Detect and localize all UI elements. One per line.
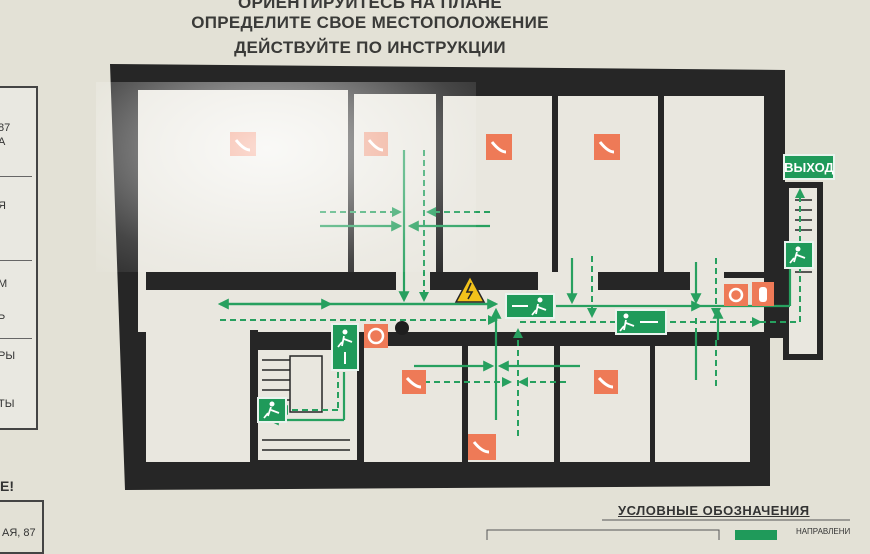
left-placard-divider (0, 176, 32, 177)
running-man-exit-icon (505, 293, 555, 319)
left-placard-fragment: ТЫ (0, 398, 15, 410)
instruction-line-2: ОПРЕДЕЛИТЕ СВОЕ МЕСТОПОЛОЖЕНИЕ (191, 13, 549, 32)
left-placard-fragment: А (0, 136, 6, 148)
electric-hazard-icon (454, 274, 486, 303)
room-sw (146, 290, 250, 466)
phone-icon (594, 134, 620, 160)
fire-alarm-icon (364, 324, 388, 348)
room-s-5 (655, 346, 750, 462)
instruction-line-1: ОРИЕНТИРУЙТЕСЬ НА ПЛАНЕ (237, 0, 503, 12)
bottom-left-exclaim: Е! (0, 478, 14, 494)
running-man-exit-icon (257, 397, 287, 423)
left-placard-divider (0, 338, 32, 339)
phone-icon (364, 132, 388, 156)
evacuation-floor-plan (110, 64, 850, 540)
bottom-left-address: АЯ, 87 (2, 527, 36, 539)
left-placard-fragment: РЫ (0, 350, 16, 362)
running-man-exit-icon (615, 309, 667, 335)
left-placard-divider (0, 260, 32, 261)
instruction-line-3: ДЕЙСТВУЙТЕ ПО ИНСТРУКЦИИ (234, 38, 506, 57)
you-are-here-marker (395, 321, 409, 335)
running-man-exit-icon (784, 241, 814, 269)
phone-icon (468, 434, 496, 460)
fire-extinguisher-icon (752, 282, 774, 306)
fire-alarm-icon (724, 284, 748, 306)
room-n-5 (664, 96, 764, 272)
legend-title: УСЛОВНЫЕ ОБОЗНАЧЕНИЯ (618, 503, 810, 518)
phone-icon (594, 370, 618, 394)
left-placard-fragment: М (0, 278, 8, 290)
running-man-exit-icon (331, 323, 359, 371)
room-n-3 (443, 96, 552, 272)
left-placard-fragment: Я (0, 200, 6, 212)
adjacent-placard-left: 87 А Я М Ь РЫ ТЫ (0, 86, 38, 430)
legend-box (486, 529, 720, 540)
room-s-2 (364, 346, 462, 462)
exit-sign: ВЫХОД (783, 154, 835, 180)
room-nw-large (138, 90, 348, 272)
legend-fragment: НАПРАВЛЕНИ (796, 527, 851, 536)
phone-icon (486, 134, 512, 160)
legend-green-swatch (735, 530, 777, 540)
phone-icon (402, 370, 426, 394)
phone-icon (230, 132, 256, 156)
left-placard-fragment: Ь (0, 310, 6, 322)
room-s-4 (560, 346, 650, 462)
left-placard-fragment: 87 (0, 122, 11, 134)
room-n-4 (558, 96, 658, 272)
